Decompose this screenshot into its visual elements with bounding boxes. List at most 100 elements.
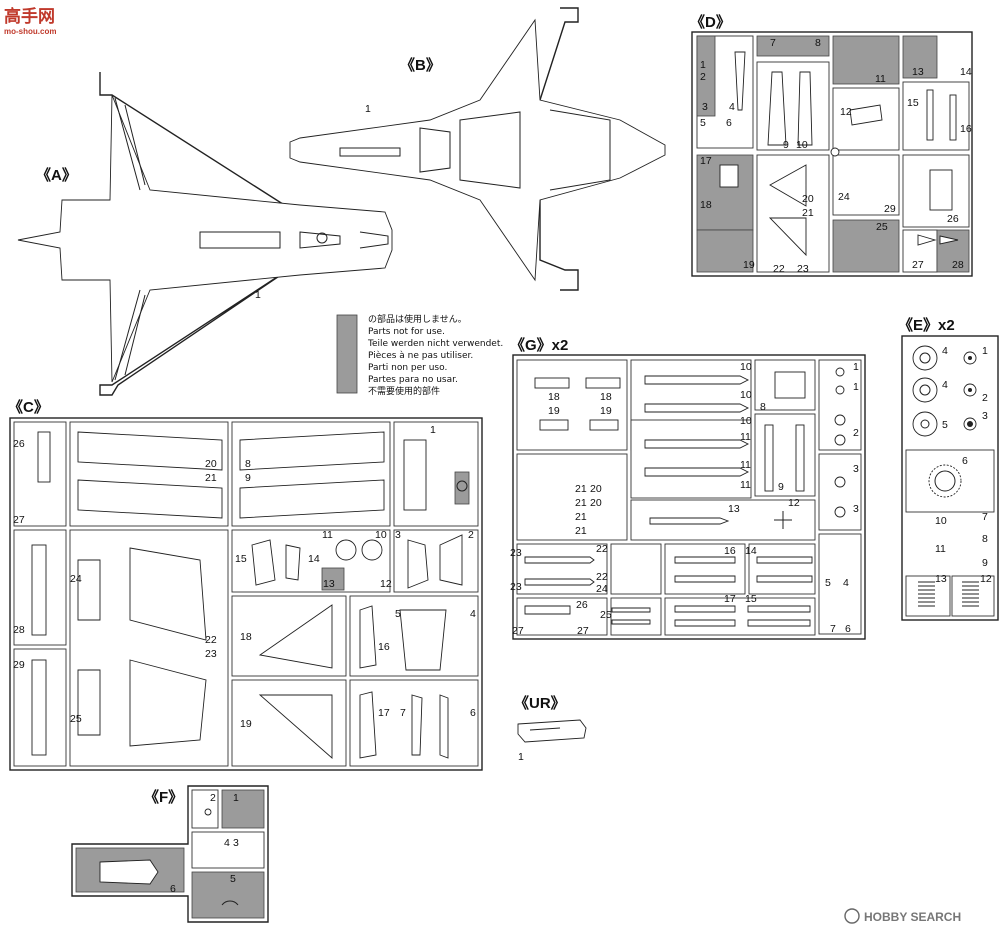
c-num-17: 17 (378, 707, 390, 719)
frame-c-label: 《C》 (8, 398, 49, 416)
g-num-10b: 10 (740, 389, 752, 401)
e-num-13: 13 (935, 573, 947, 585)
legend-line-7: 不需要使用的部件 (368, 385, 440, 397)
frame-d-numbers: 1 2 3 4 5 6 7 8 9 10 11 12 13 14 15 16 1… (700, 37, 972, 275)
g-num-9: 9 (778, 481, 784, 493)
g-num-1b: 1 (853, 381, 859, 393)
c-num-15: 15 (235, 553, 247, 565)
frame-d-parts (719, 51, 959, 257)
g-num-21a: 21 (575, 483, 587, 495)
d-num-4: 4 (729, 101, 735, 113)
f-num-6: 6 (170, 883, 176, 895)
frame-ur-label: 《UR》 (514, 694, 566, 712)
frame-b: 《B》 1 (289, 7, 666, 291)
e-num-10: 10 (935, 515, 947, 527)
d-num-24: 24 (838, 191, 850, 203)
e-num-11: 11 (935, 543, 946, 555)
brand-logo-icon (844, 908, 860, 924)
e-num-5: 5 (942, 419, 948, 431)
d-num-14: 14 (960, 66, 972, 78)
canopy-part (517, 719, 587, 743)
c-num-24: 24 (70, 573, 82, 585)
frame-a-label: 《A》 (36, 166, 77, 184)
frame-f: 《F》 2 1 4 3 5 6 (71, 785, 269, 923)
frame-g-label: 《G》x2 (510, 336, 568, 354)
e-num-2: 2 (982, 392, 988, 404)
c-num-29: 29 (13, 659, 25, 671)
g-num-12: 12 (788, 497, 800, 509)
g-num-22b: 22 (596, 571, 608, 583)
g-num-19b: 19 (600, 405, 612, 417)
legend: の部品は使用しません。 Parts not for use. Teile wer… (336, 313, 503, 397)
d-num-19: 19 (743, 259, 755, 271)
c-num-6: 6 (470, 707, 476, 719)
c-num-25: 25 (70, 713, 82, 725)
frame-d: 《D》 (690, 13, 973, 277)
watermark-title: 高手网 (4, 6, 55, 26)
c-num-4: 4 (470, 608, 476, 620)
g-num-11b: 11 (740, 459, 751, 471)
part-a1: 1 (255, 289, 261, 301)
c-num-14: 14 (308, 553, 320, 565)
g-num-26: 26 (576, 599, 588, 611)
fuselage-upper-part (289, 18, 666, 282)
e-num-7: 7 (982, 511, 988, 523)
d-num-28: 28 (952, 259, 964, 271)
g-num-3a: 3 (853, 463, 859, 475)
site-watermark: 高手网 mo-shou.com (4, 6, 56, 36)
g-num-11c: 11 (740, 479, 751, 491)
f-num-2: 2 (210, 792, 216, 804)
c-num-13: 13 (323, 578, 335, 590)
d-num-23: 23 (797, 263, 809, 275)
frame-e-parts (905, 345, 995, 617)
e-num-12: 12 (980, 573, 992, 585)
c-num-12: 12 (380, 578, 392, 590)
d-num-9: 9 (783, 139, 789, 151)
g-num-21b: 21 (575, 497, 587, 509)
ur-num-1: 1 (518, 751, 524, 763)
brand-watermark: HOBBY SEARCH (844, 908, 961, 924)
g-num-23b: 23 (510, 581, 522, 593)
c-num-10: 10 (375, 529, 387, 541)
g-num-2: 2 (853, 427, 859, 439)
c-num-11: 11 (322, 529, 333, 541)
g-num-7: 7 (830, 623, 836, 635)
frame-b-label: 《B》 (400, 56, 441, 74)
f-num-1: 1 (233, 792, 239, 804)
c-num-3: 3 (395, 529, 401, 541)
frame-d-cells (696, 35, 970, 273)
g-num-22a: 22 (596, 543, 608, 555)
c-num-2: 2 (468, 529, 474, 541)
f-num-3: 3 (233, 837, 239, 849)
g-num-24: 24 (596, 583, 608, 595)
d-num-11: 11 (875, 73, 886, 85)
g-num-18b: 18 (600, 391, 612, 403)
c-num-28: 28 (13, 624, 25, 636)
g-num-21d: 21 (575, 525, 587, 537)
frame-a-runner (99, 72, 331, 396)
c-num-21: 21 (205, 472, 217, 484)
d-num-22: 22 (773, 263, 785, 275)
g-num-1a: 1 (853, 361, 859, 373)
c-num-1: 1 (430, 424, 436, 436)
frame-f-label: 《F》 (144, 788, 183, 806)
g-num-27a: 27 (512, 625, 524, 637)
g-num-11a: 11 (740, 431, 751, 443)
frame-a: 《A》 1 (17, 72, 393, 396)
d-num-3: 3 (702, 101, 708, 113)
seat-part (99, 859, 159, 885)
e-num-4: 4 (942, 345, 948, 357)
frame-g-numbers: 18 18 19 19 10 10 10 11 11 11 8 9 12 13 … (510, 361, 859, 637)
frame-e-label: 《E》x2 (898, 316, 955, 334)
g-num-25: 25 (600, 609, 612, 621)
d-num-29: 29 (884, 203, 896, 215)
legend-line-3: Teile werden nicht verwendet. (367, 339, 503, 349)
d-num-10: 10 (796, 139, 808, 151)
watermark-url: mo-shou.com (4, 27, 56, 36)
c-num-7: 7 (400, 707, 406, 719)
legend-swatch (336, 314, 358, 394)
e-num-9: 9 (982, 557, 988, 569)
e-num-3: 3 (982, 410, 988, 422)
c-num-18: 18 (240, 631, 252, 643)
